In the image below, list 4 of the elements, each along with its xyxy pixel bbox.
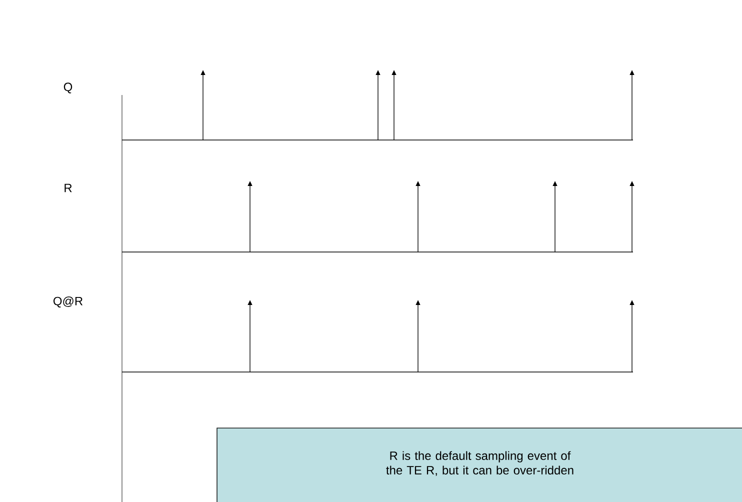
note-box: R is the default sampling event of the TE R, but it can be over-ridden	[216, 428, 742, 502]
row-label: Q	[64, 82, 72, 94]
row-label: R	[64, 184, 72, 192]
row-label: Q@R	[53, 296, 83, 308]
